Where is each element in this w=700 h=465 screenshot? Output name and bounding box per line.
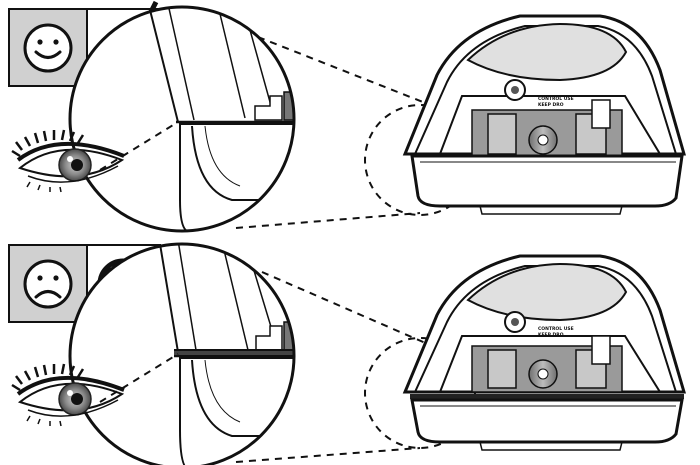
panel-correct: CONTROL USE KEEP DRO: [8, 0, 686, 233]
device-label-1: CONTROL USE: [538, 96, 574, 102]
device-label-2: KEEP DRO: [538, 102, 564, 108]
panel-incorrect: CONTROL USE KEEP DRO: [8, 242, 687, 465]
device-label-2: KEEP DRO: [538, 332, 564, 338]
device-incorrect: CONTROL USE KEEP DRO: [402, 254, 687, 451]
eye-icon: [11, 363, 125, 427]
zoom-circle-bottom: [68, 242, 296, 465]
happy-face-icon: [23, 23, 73, 73]
status-box-happy: [8, 8, 88, 87]
device-correct: CONTROL USE KEEP DRO: [402, 14, 686, 215]
device-label-1: CONTROL USE: [538, 326, 574, 332]
status-box-sad: [8, 244, 88, 323]
zoom-circle-top: [68, 5, 296, 233]
eye-icon: [11, 129, 125, 193]
sad-face-icon: [23, 259, 73, 309]
